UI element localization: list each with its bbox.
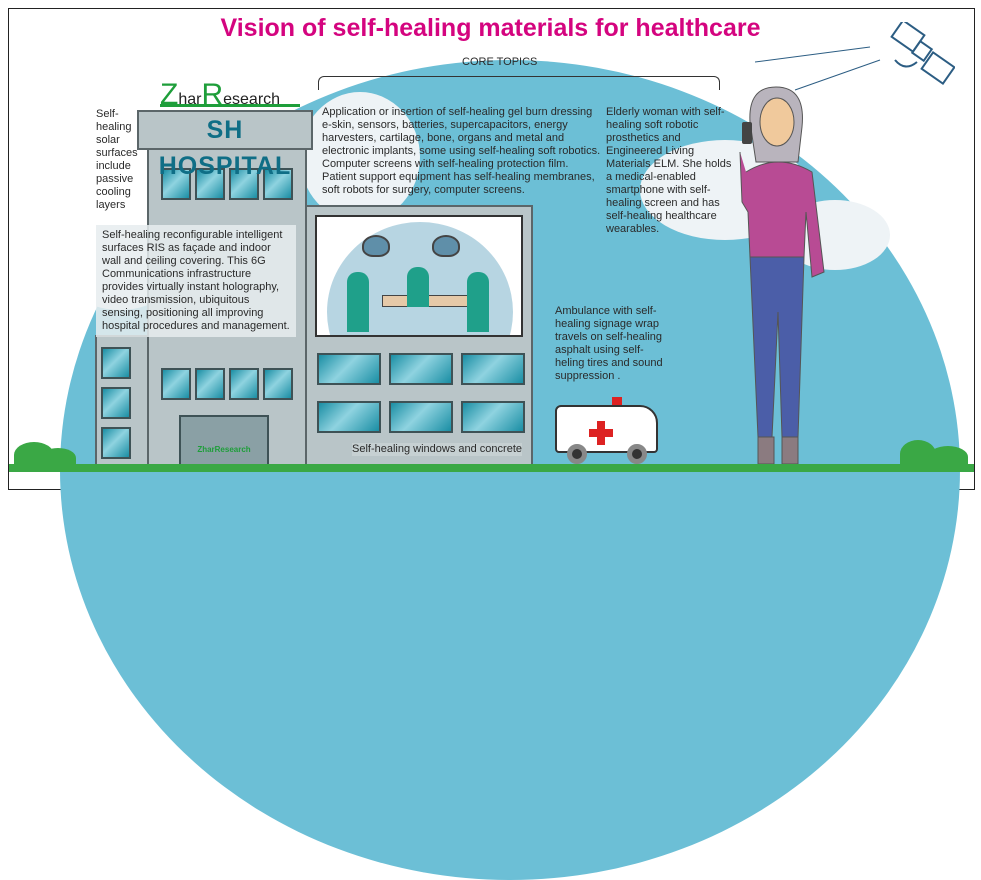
windows-concrete-text: Self-healing windows and concrete (352, 443, 522, 456)
core-topics-bracket (318, 76, 720, 90)
siren-icon (612, 397, 622, 405)
page-title: Vision of self-healing materials for hea… (220, 14, 761, 42)
bush (40, 448, 76, 468)
window (461, 353, 525, 385)
surgical-lamp-icon (362, 235, 390, 257)
left-wing (95, 335, 153, 467)
door-logo: ZharResearch (197, 445, 251, 454)
red-cross-bar (589, 429, 613, 437)
window (389, 353, 453, 385)
window (195, 368, 225, 400)
hospital-door: ZharResearch (179, 415, 269, 467)
ground (9, 464, 974, 472)
cloud (300, 92, 420, 222)
surgeon-icon (467, 272, 489, 332)
window (101, 427, 131, 459)
surgical-lamp-icon (432, 235, 460, 257)
hospital-right-block (305, 205, 533, 467)
core-topics-label: CORE TOPICS (462, 56, 538, 68)
window (317, 401, 381, 433)
satellite-icon (755, 22, 955, 91)
wheel-icon (567, 444, 587, 464)
ambulance-text: Ambulance with self-healing signage wrap… (555, 305, 663, 382)
ris-text: Self-healing reconfigurable intelligent … (96, 225, 296, 337)
window (263, 168, 293, 200)
window (461, 401, 525, 433)
operating-room-screen (315, 215, 523, 337)
window (101, 347, 131, 379)
window (229, 168, 259, 200)
bush (928, 446, 968, 468)
logo-underline (160, 104, 300, 107)
hospital-sign: SH HOSPITAL (137, 110, 313, 180)
window (389, 401, 453, 433)
surgeon-icon (347, 272, 369, 332)
window (161, 168, 191, 200)
surgeon-icon (407, 267, 429, 307)
window (101, 387, 131, 419)
woman-text: Elderly woman with self-healing soft rob… (606, 106, 732, 235)
zharresearch-logo: ZharResearch (160, 78, 281, 111)
solar-surfaces-text: Self-healing solar surfaces include pass… (96, 108, 138, 211)
window (263, 368, 293, 400)
window (161, 368, 191, 400)
window (229, 368, 259, 400)
wheel-icon (627, 444, 647, 464)
elderly-woman-illustration (739, 86, 825, 465)
application-text: Application or insertion of self-healing… (322, 106, 601, 196)
window (317, 353, 381, 385)
window (195, 168, 225, 200)
